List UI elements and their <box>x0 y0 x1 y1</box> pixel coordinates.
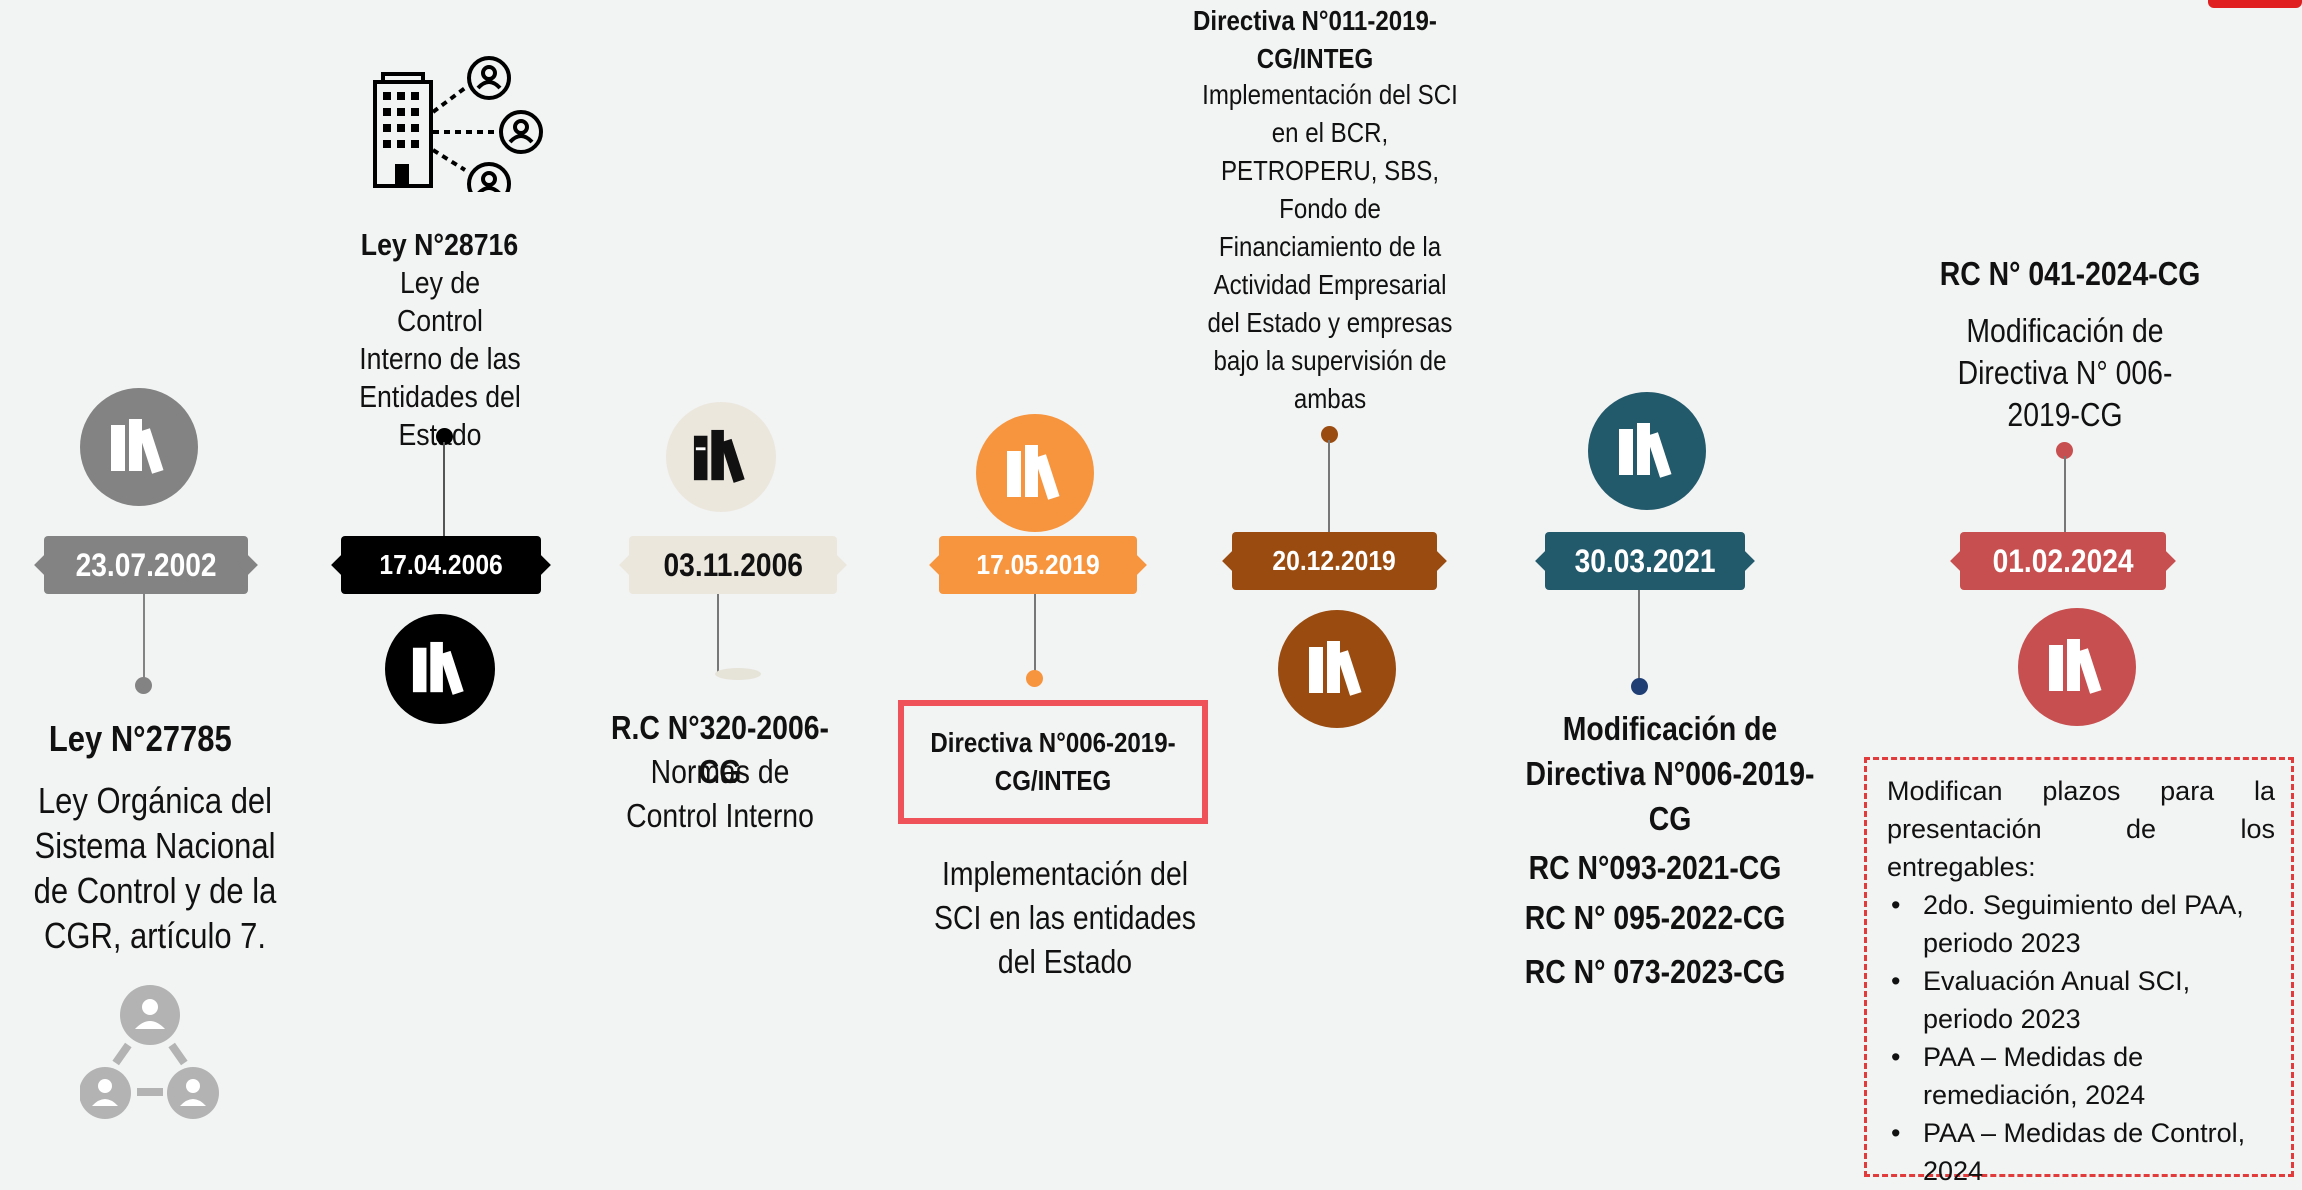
connector-dot-1 <box>135 677 152 694</box>
date-tag-2: 17.04.2006 <box>341 536 541 594</box>
milestone-title-6: Modificación de Directiva N°006-2019-CG <box>1525 710 1815 837</box>
milestone-icon-circle-7 <box>2018 608 2136 726</box>
milestone-title-7: RC N° 041-2024-CG <box>1939 255 2201 292</box>
books-icon <box>1617 421 1677 481</box>
milestone-ref-6-1: RC N°093-2021-CG <box>1528 849 1782 886</box>
books-icon <box>411 640 469 698</box>
note-item: PAA – Medidas de remediación, 2024 <box>1891 1038 2275 1114</box>
connector-dot-4 <box>1026 670 1043 687</box>
milestone-icon-circle-2 <box>385 614 495 724</box>
connector-dot-6 <box>1631 678 1648 695</box>
connector-line-5 <box>1328 440 1330 536</box>
milestone-icon-circle-6 <box>1588 392 1706 510</box>
connector-line-4 <box>1034 594 1036 676</box>
milestone-desc-3: Normas de Control Interno <box>626 753 814 834</box>
connector-dot-5 <box>1321 426 1338 443</box>
date-tag-4: 17.05.2019 <box>939 536 1137 594</box>
note-intro: Modifican plazos para la presentación de… <box>1887 776 2275 882</box>
connector-dot-7 <box>2056 442 2073 459</box>
books-icon <box>692 428 750 486</box>
milestone-icon-circle-5 <box>1278 610 1396 728</box>
date-tag-5: 20.12.2019 <box>1232 532 1437 590</box>
people-network-icon <box>79 985 220 1120</box>
date-tag-3: 03.11.2006 <box>629 536 837 594</box>
connector-line-7 <box>2064 456 2066 536</box>
connector-dot-3 <box>715 668 761 680</box>
building-network-icon <box>365 52 545 206</box>
connector-line-1 <box>143 594 145 682</box>
milestone-title-4: Directiva N°006-2019-CG/INTEG <box>930 727 1176 796</box>
books-icon <box>109 417 169 477</box>
milestone-icon-circle-3 <box>666 402 776 512</box>
milestone-desc-4: Implementación del SCI en las entidades … <box>934 855 1196 980</box>
note-box: Modifican plazos para la presentación de… <box>1864 757 2294 1186</box>
milestone-title-3: R.C N°320-2006-CG <box>610 709 829 790</box>
milestone-ref-6-2: RC N° 095-2022-CG <box>1524 899 1786 936</box>
note-item: Evaluación Anual SCI, periodo 2023 <box>1891 962 2275 1038</box>
milestone-desc-2: Ley de Control Interno de las Entidades … <box>359 265 521 452</box>
connector-line-6 <box>1638 590 1640 682</box>
connector-line-2 <box>443 442 445 538</box>
milestone-desc-7: Modificación de Directiva N° 006-2019-CG <box>1957 312 2173 433</box>
milestone-desc-1: Ley Orgánica del Sistema Nacional de Con… <box>33 780 277 956</box>
milestone-title-2: Ley N°28716 <box>361 227 519 262</box>
books-icon <box>1005 443 1065 503</box>
corner-accent <box>2208 0 2302 8</box>
date-tag-1: 23.07.2002 <box>44 536 248 594</box>
milestone-icon-circle-1 <box>80 388 198 506</box>
milestone-title-5: Directiva N°011-2019-CG/INTEG <box>1193 5 1437 74</box>
books-icon <box>2047 637 2107 697</box>
milestone-ref-6-3: RC N° 073-2023-CG <box>1524 953 1786 990</box>
books-icon <box>1307 639 1367 699</box>
milestone-desc-5: Implementación del SCI en el BCR, PETROP… <box>1202 79 1458 414</box>
date-tag-7: 01.02.2024 <box>1960 532 2166 590</box>
note-item: PAA – Medidas de Control, 2024 <box>1891 1114 2275 1190</box>
highlight-box: Directiva N°006-2019-CG/INTEG <box>898 700 1208 824</box>
connector-line-3 <box>717 594 719 676</box>
connector-dot-2 <box>436 428 453 445</box>
date-tag-6: 30.03.2021 <box>1545 532 1745 590</box>
note-item: 2do. Seguimiento del PAA, periodo 2023 <box>1891 886 2275 962</box>
note-list: 2do. Seguimiento del PAA, periodo 2023 E… <box>1887 886 2275 1190</box>
milestone-title-1: Ley N°27785 <box>48 718 232 759</box>
milestone-icon-circle-4 <box>976 414 1094 532</box>
